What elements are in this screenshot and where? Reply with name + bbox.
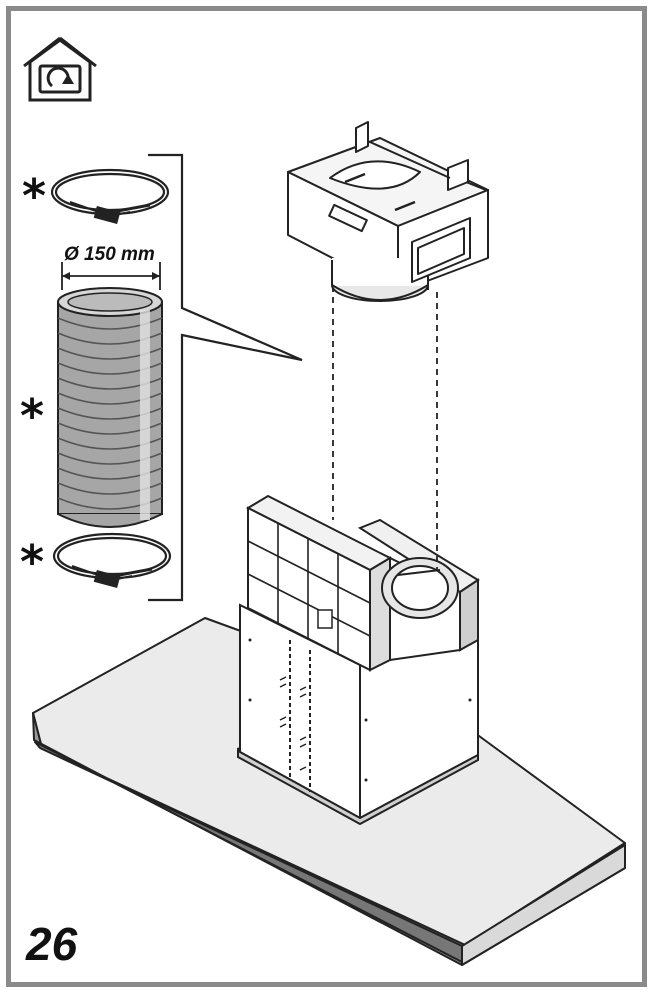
- flexible-duct: [57, 287, 163, 528]
- air-deflector: [287, 121, 489, 302]
- optional-marker-duct: *: [20, 389, 44, 443]
- motor-housing: [357, 518, 480, 662]
- house-recirculation-icon: [23, 36, 97, 102]
- hose-clamp-bottom: [52, 532, 172, 589]
- optional-marker-top: *: [22, 169, 46, 223]
- diameter-label: Ø 150 mm: [64, 244, 155, 265]
- diameter-dimension: [61, 262, 161, 290]
- accessory-bracket: [148, 153, 303, 602]
- alignment-lines: [332, 275, 438, 570]
- optional-marker-bottom: *: [20, 535, 44, 589]
- figure-border: [6, 6, 647, 987]
- step-number: 26: [25, 918, 78, 970]
- hose-clamp-top: [50, 168, 170, 225]
